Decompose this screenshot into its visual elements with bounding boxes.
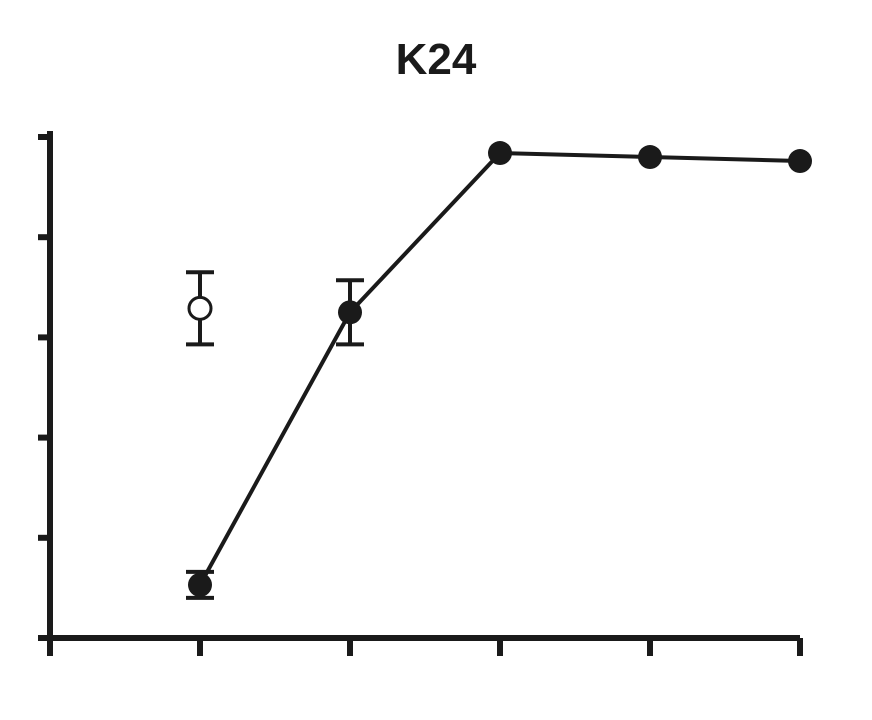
series-0-point-1 [338,300,362,325]
series-1-point-0 [187,295,213,321]
series-0-point-4 [788,149,812,174]
chart-title: K24 [395,35,477,84]
series-0 [186,141,812,600]
data-layer [186,141,812,600]
series-1 [186,270,214,347]
series-0-point-0 [188,572,212,597]
series-0-point-2 [488,141,512,166]
series-0-point-3 [638,145,662,170]
axes [38,131,803,656]
series-0-line [198,151,801,586]
